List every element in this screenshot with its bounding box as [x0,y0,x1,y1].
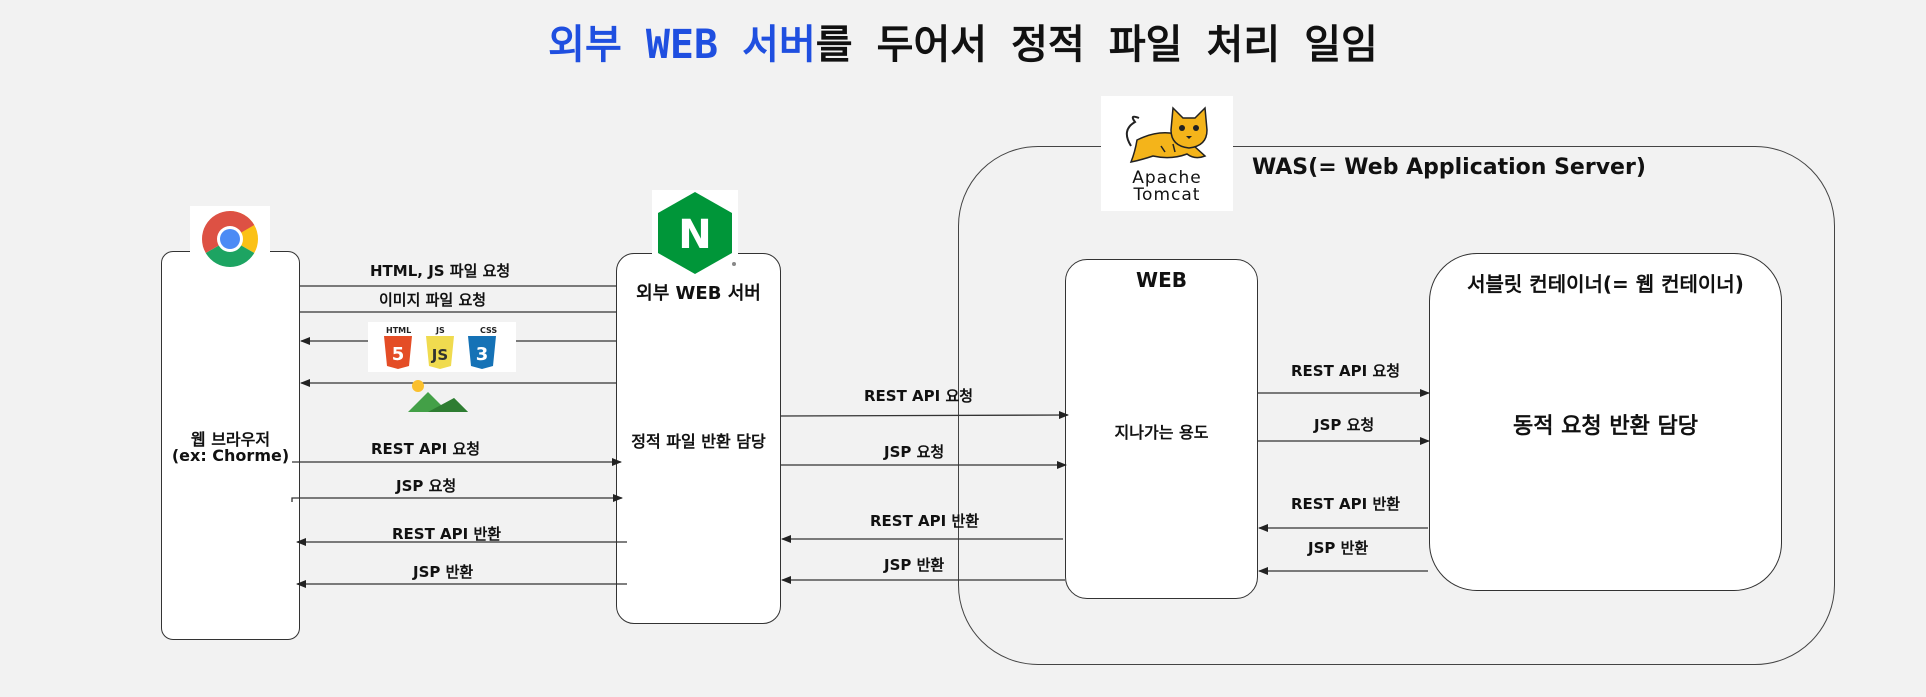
nginx-desc: 정적 파일 반환 담당 [631,432,766,451]
title-rest: 를 두어서 정적 파일 처리 일임 [815,22,1378,68]
label-jsp-response-3: JSP 반환 [1308,539,1369,557]
nginx-logo-letter: N [678,212,711,258]
title-highlight: 외부 WEB 서버 [548,22,816,68]
arrow-jsp-request-1 [291,494,623,502]
browser-label-line1: 웹 브라우저 [190,430,271,449]
was-label: WAS(= Web Application Server) [1252,155,1646,180]
chrome-icon [190,206,270,268]
css-label: CSS [480,326,498,335]
label-rest-response-2: REST API 반환 [870,512,980,530]
label-rest-response-3: REST API 반환 [1291,495,1401,513]
browser-box [161,251,300,640]
label-jsp-request-3: JSP 요청 [1314,416,1375,434]
web-desc: 지나가는 용도 [1114,423,1209,442]
image-icon [408,380,468,412]
page-title: 외부 WEB 서버를 두어서 정적 파일 처리 일임 [0,12,1926,70]
label-jsp-request-1: JSP 요청 [396,477,457,495]
arrow-rest-request-2 [780,411,1069,420]
html-label: HTML [386,326,412,335]
label-rest-request-3: REST API 요청 [1291,362,1401,380]
web-label: WEB [1136,268,1187,292]
svg-text:JS: JS [431,346,448,364]
browser-label-line2: (ex: Chorme) [171,446,290,465]
html5-icon: 5 [384,336,412,369]
js-icon: JS [426,336,454,369]
servlet-label: 서블릿 컨테이너(= 웹 컨테이너) [1467,272,1744,296]
label-jsp-response-2: JSP 반환 [884,556,945,574]
label-jsp-response-1: JSP 반환 [413,563,474,581]
static-file-icons: HTML JS CSS 5 JS 3 [368,322,516,372]
nginx-box [616,253,781,624]
was-container [958,146,1835,665]
svg-text:5: 5 [392,344,405,365]
servlet-box [1429,253,1782,591]
tomcat-logo: Apache Tomcat [1101,96,1233,211]
css3-icon: 3 [468,336,496,369]
label-rest-request-2: REST API 요청 [864,387,974,405]
svg-text:3: 3 [476,344,489,365]
label-html-js-request: HTML, JS 파일 요청 [370,262,511,280]
nginx-logo-icon: N [652,190,738,274]
label-rest-request-1: REST API 요청 [371,440,481,458]
label-image-request: 이미지 파일 요청 [379,291,487,309]
nginx-label: 외부 WEB 서버 [636,283,761,304]
js-label: JS [436,326,445,335]
label-rest-response-1: REST API 반환 [392,525,502,543]
servlet-desc: 동적 요청 반환 담당 [1513,414,1698,439]
tomcat-text-2: Tomcat [1133,185,1201,205]
web-box [1065,259,1258,599]
tomcat-text-1: Apache [1132,168,1202,188]
label-jsp-request-2: JSP 요청 [884,443,945,461]
tomcat-cat-icon [1125,106,1208,164]
